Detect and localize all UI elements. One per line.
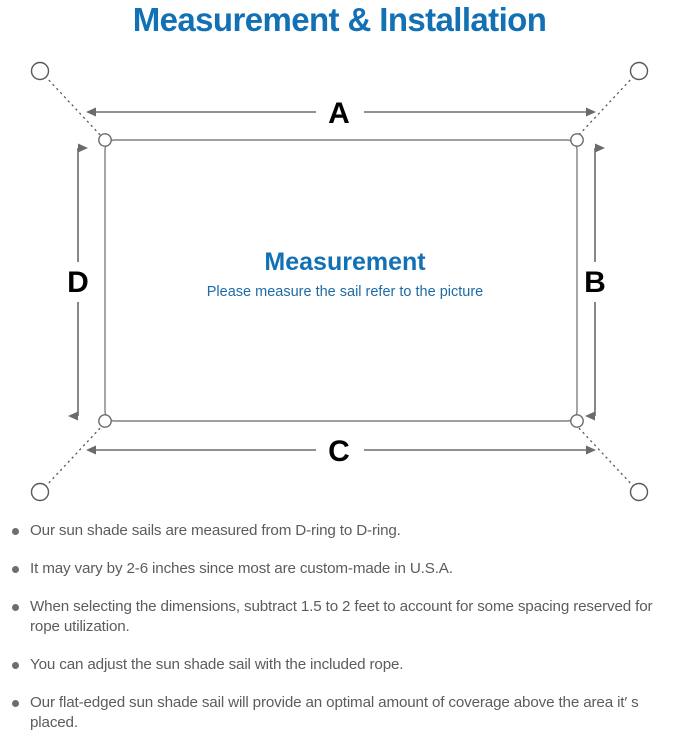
d-ring-top-left (98, 133, 112, 147)
dimension-label-d: D (67, 266, 89, 299)
sail-center-heading: Measurement (264, 248, 426, 276)
anchor-points (30, 61, 649, 502)
notes-list: Our sun shade sails are measured from D-… (0, 521, 679, 733)
d-ring-top-right (570, 133, 584, 147)
dimension-label-c: C (328, 435, 350, 468)
bullet-icon (12, 604, 19, 611)
dimension-arrow-a: A (86, 97, 596, 130)
list-item: It may vary by 2-6 inches since most are… (0, 559, 679, 579)
dimension-arrow-b: B (584, 143, 606, 421)
dimension-arrow-d: D (67, 143, 89, 421)
anchor-point-top-right (629, 61, 649, 81)
bullet-icon (12, 528, 19, 535)
list-item: Our sun shade sails are measured from D-… (0, 521, 679, 541)
anchor-point-bottom-right (629, 482, 649, 502)
anchor-point-top-left (30, 61, 50, 81)
note-text: When selecting the dimensions, subtract … (30, 598, 653, 635)
sail-center-subheading: Please measure the sail refer to the pic… (207, 284, 483, 300)
rope-top-left (44, 75, 104, 139)
dimension-label-b: B (584, 266, 606, 299)
note-text: It may vary by 2-6 inches since most are… (30, 560, 453, 577)
note-text: Our flat-edged sun shade sail will provi… (30, 694, 639, 731)
sail-rectangle (104, 139, 578, 422)
bullet-icon (12, 566, 19, 573)
rope-bottom-right (575, 424, 635, 488)
note-text: You can adjust the sun shade sail with t… (30, 656, 404, 673)
dimension-arrow-c: C (86, 435, 596, 468)
bullet-icon (12, 662, 19, 669)
d-ring-bottom-right (570, 414, 584, 428)
page-title: Measurement & Installation (132, 1, 547, 38)
list-item: Our flat-edged sun shade sail will provi… (0, 693, 679, 733)
measurement-diagram: A C D B Measurement Please measure the s… (0, 44, 679, 519)
list-item: You can adjust the sun shade sail with t… (0, 655, 679, 675)
rope-bottom-left (44, 424, 104, 488)
bullet-icon (12, 700, 19, 707)
list-item: When selecting the dimensions, subtract … (0, 597, 679, 637)
d-rings (98, 133, 584, 428)
rope-top-right (575, 75, 635, 139)
d-ring-bottom-left (98, 414, 112, 428)
note-text: Our sun shade sails are measured from D-… (30, 522, 401, 539)
anchor-point-bottom-left (30, 482, 50, 502)
dimension-label-a: A (328, 97, 350, 130)
